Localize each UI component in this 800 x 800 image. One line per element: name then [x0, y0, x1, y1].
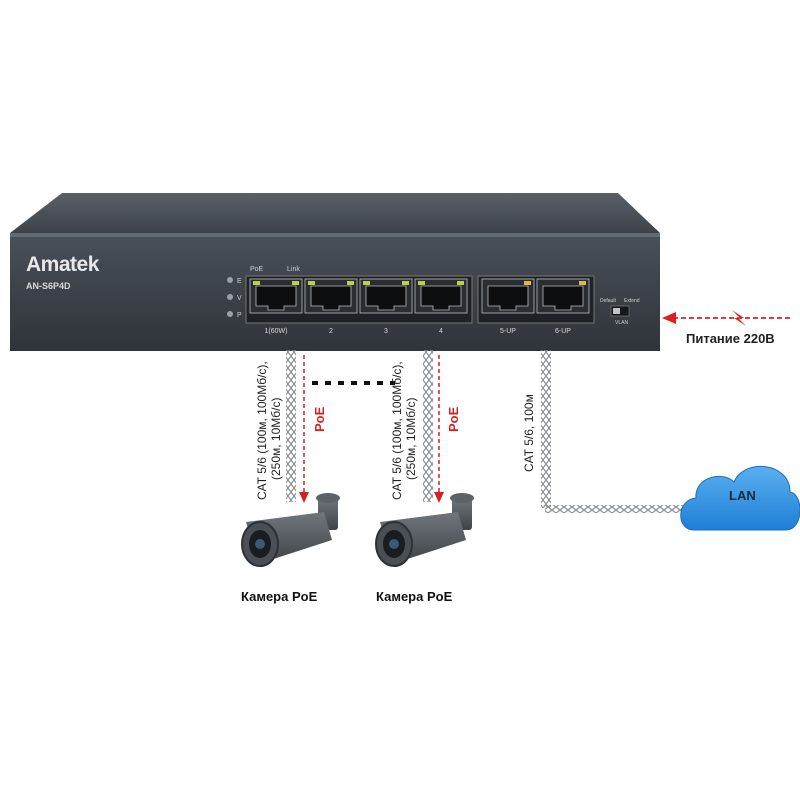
camera-lens-glass [255, 539, 265, 549]
port-label: 6-UP [555, 328, 571, 335]
port-led-link [292, 281, 299, 285]
port-led-poe [418, 281, 425, 285]
switch-top-panel [10, 193, 660, 233]
port-led-link [402, 281, 409, 285]
lan-cloud-icon [680, 465, 800, 531]
camera-lens-glass [389, 539, 399, 549]
camera-2 [375, 493, 474, 567]
cable-spec-2-line2: (250м, 10Мб/с) [404, 397, 418, 480]
port-led-link [457, 281, 464, 285]
switch-label-default: Default [600, 298, 616, 304]
led-v [227, 294, 233, 300]
led-col-label-link: Link [287, 266, 300, 273]
poe-arrow-1 [299, 355, 309, 503]
cable-uplink-horizontal [545, 505, 687, 513]
ethernet-port-3[interactable]: 3 [359, 278, 413, 335]
cable-spec-1-line2: (250м, 10Мб/с) [269, 397, 283, 480]
poe-label-1: PoE [312, 406, 327, 432]
ethernet-port-2[interactable]: 2 [304, 278, 358, 335]
switch-label-vlan: VLAN [615, 320, 628, 326]
port-label: 5-UP [500, 328, 516, 335]
cable-spec-2-line1: CAT 5/6 (100м, 100Мб/с), [390, 361, 404, 500]
port-led-poe [363, 281, 370, 285]
switch-label-extend: Extend [624, 298, 640, 304]
power-arrow [662, 310, 790, 326]
port-led-poe [308, 281, 315, 285]
lightning-icon [732, 310, 746, 326]
camera-mount-base [316, 493, 340, 503]
ethernet-port-1[interactable]: 1(60W) [249, 278, 303, 335]
power-label: Питание 220В [686, 331, 775, 346]
cable-uplink-vertical [541, 350, 551, 508]
status-leds [227, 277, 233, 317]
led-label-v: V [237, 295, 242, 302]
led-e [227, 277, 233, 283]
ethernet-port-4[interactable]: 4 [414, 278, 468, 335]
uplink-cable-spec: CAT 5/6, 100м [522, 394, 536, 472]
port-label: 2 [329, 328, 333, 335]
camera-1-label: Камера PoE [241, 589, 318, 604]
model-label: AN-S6P4D [26, 281, 71, 291]
led-label-p: P [237, 312, 242, 319]
ethernet-port-5[interactable]: 5-UP [481, 278, 535, 335]
led-p [227, 311, 233, 317]
cable-port4 [423, 350, 433, 502]
camera-2-label: Камера PoE [376, 589, 453, 604]
led-label-e: E [237, 278, 242, 285]
port-led-link [579, 281, 586, 285]
camera-1 [241, 493, 340, 567]
port-led-link [347, 281, 354, 285]
port-led-link [524, 281, 531, 285]
switch-front-edge [10, 233, 660, 237]
cable-port1 [286, 350, 296, 502]
port-label: 4 [439, 328, 443, 335]
poe-label-2: PoE [446, 406, 461, 432]
poe-arrow-2 [434, 355, 444, 503]
lan-label: LAN [729, 488, 756, 503]
cable-spec-1-line1: CAT 5/6 (100м, 100Мб/с), [255, 361, 269, 500]
camera-mount-base [450, 493, 474, 503]
ethernet-port-6[interactable]: 6-UP [536, 278, 590, 335]
led-col-label-poe: PoE [250, 266, 264, 273]
port-led-poe [253, 281, 260, 285]
switch-device: 1(60W) 2 3 4 5-UP 6-UP [10, 193, 660, 351]
port-label: 3 [384, 328, 388, 335]
port-label: 1(60W) [265, 328, 288, 335]
brand-logo: Amatek [26, 253, 99, 276]
mode-switch-knob[interactable] [613, 308, 620, 314]
